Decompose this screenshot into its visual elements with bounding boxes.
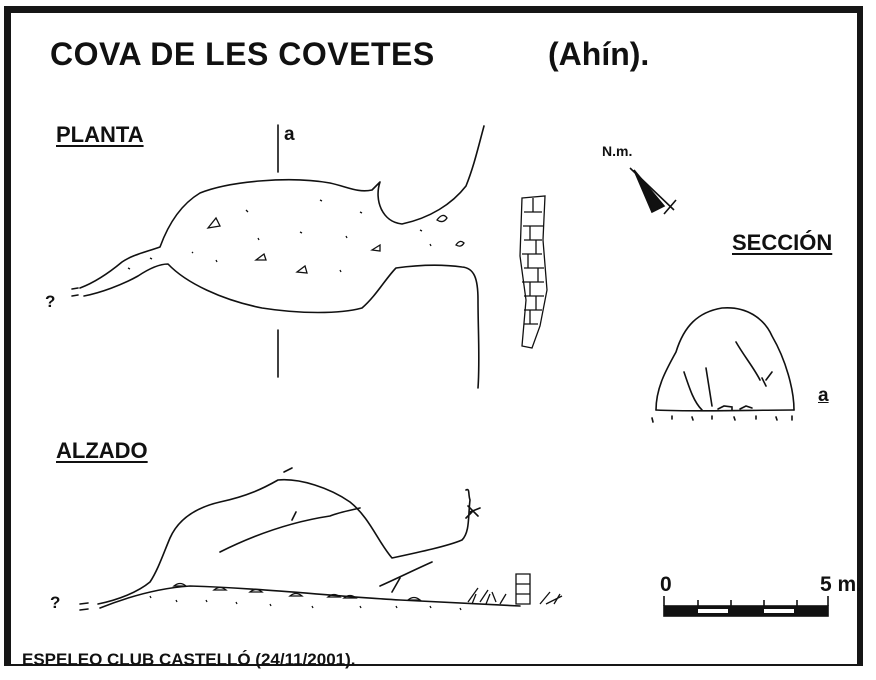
map-frame xyxy=(4,6,863,666)
elevation-outline xyxy=(80,468,520,610)
north-arrow-icon xyxy=(630,168,676,214)
footer-credit: ESPELEO CLUB CASTELLÓ (24/11/2001). xyxy=(22,650,356,669)
scale-end-label: 5 m. xyxy=(820,573,863,596)
plan-rock-marks xyxy=(128,200,464,273)
elevation-floor-rocks xyxy=(150,574,562,610)
section-heading: SECCIÓN xyxy=(732,230,833,255)
plan-heading: PLANTA xyxy=(56,122,144,147)
plan-unknown-mark: ? xyxy=(45,292,56,311)
map-title: COVA DE LES COVETES xyxy=(50,36,435,72)
map-title-location: (Ahín). xyxy=(548,36,650,72)
plan-wall xyxy=(520,196,547,348)
plan-outline xyxy=(72,125,484,388)
scale-bar xyxy=(663,596,829,617)
section-mark: a xyxy=(818,385,829,406)
elevation-unknown-mark: ? xyxy=(50,593,61,612)
elevation-heading: ALZADO xyxy=(56,438,148,463)
section-outline xyxy=(652,308,794,422)
scale-start-label: 0 xyxy=(660,573,672,596)
plan-section-mark: a xyxy=(284,124,295,145)
north-label: N.m. xyxy=(602,143,633,159)
